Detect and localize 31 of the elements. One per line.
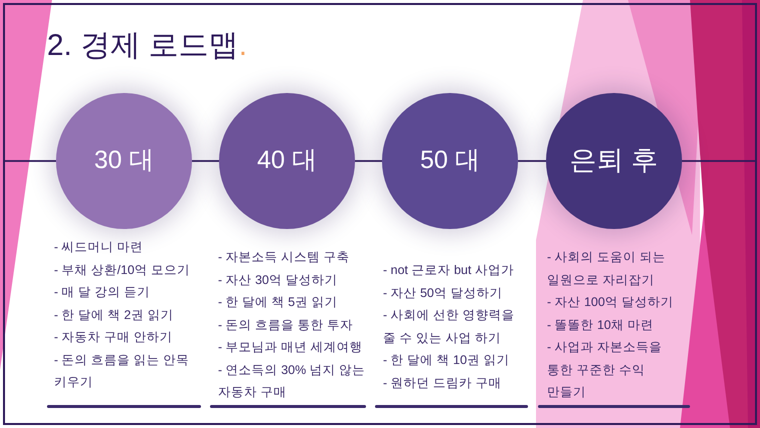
goal-item: - 씨드머니 마련 <box>54 239 144 256</box>
connector-line <box>355 160 382 162</box>
slide-title: 2. 경제 로드맵. <box>47 28 248 64</box>
goal-item: - 원하던 드림카 구매 <box>383 374 502 392</box>
goal-item: - not 근로자 but 사업가 <box>383 262 514 279</box>
stage-label: 30 대 <box>94 145 154 176</box>
goal-item: - 사회의 도움이 되는 일원으로 자리잡기 <box>547 249 667 288</box>
connector-line <box>682 160 757 162</box>
goal-item: - 한 달에 책 10권 읽기 <box>383 352 510 369</box>
stage-label: 은퇴 후 <box>570 144 658 178</box>
goal-item: - 돈의 흐름을 읽는 안목 키우기 <box>54 352 190 391</box>
goal-item: - 부모님과 매년 세계여행 <box>218 339 363 356</box>
goal-item: - 자본소득 시스템 구축 <box>218 249 350 266</box>
goal-item: - 매 달 강의 듣기 <box>54 284 150 301</box>
goal-item: - 연소득의 30% 넘지 않는 자동차 구매 <box>218 362 366 401</box>
connector-line <box>518 160 546 162</box>
goal-item: - 사회에 선한 영향력을 줄 수 있는 사업 하기 <box>383 307 516 346</box>
stage-label: 40 대 <box>257 145 317 176</box>
goal-item: - 자산 30억 달성하기 <box>218 272 338 288</box>
connector-line <box>3 160 56 162</box>
goal-item: - 사업과 자본소득을 통한 꾸준한 수익 만들기 <box>547 339 664 401</box>
stage-label: 50 대 <box>420 145 480 176</box>
goal-item: - 부채 상환/10억 모으기 <box>54 262 190 278</box>
connector-line <box>192 160 219 162</box>
goal-item: - 자산 50억 달성하기 <box>383 284 502 302</box>
goal-item: - 똘똘한 10채 마련 <box>547 316 654 334</box>
goal-item: - 한 달에 책 2권 읽기 <box>54 306 174 324</box>
goal-item: - 자동차 구매 안하기 <box>54 329 173 346</box>
goal-item: - 자산 100억 달성하기 <box>547 294 674 311</box>
goal-item: - 돈의 흐름을 통한 투자 <box>218 316 354 334</box>
goal-item: - 한 달에 책 5권 읽기 <box>218 294 338 311</box>
